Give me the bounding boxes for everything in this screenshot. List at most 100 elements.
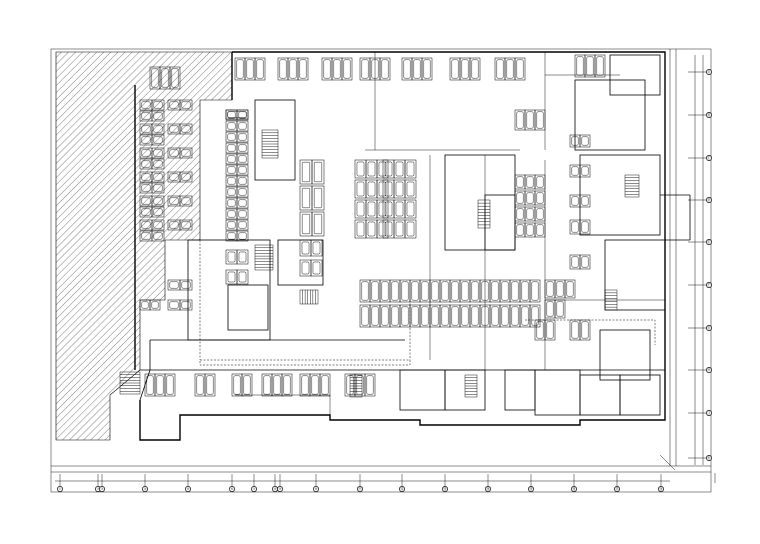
parking-block	[167, 219, 193, 231]
axis-label: ⑮	[529, 486, 533, 491]
parking-block	[354, 199, 389, 219]
axis-label: Ⓖ	[707, 325, 711, 330]
parking-block	[299, 373, 331, 397]
parking-block	[225, 131, 249, 143]
parking-block	[139, 195, 165, 207]
stair-run	[261, 129, 279, 159]
stair-run	[349, 374, 363, 398]
axis-label: Ⓓ	[707, 197, 711, 202]
stair-run	[477, 199, 491, 229]
parking-block	[574, 54, 606, 78]
axis-bubble	[706, 282, 712, 288]
axis-label: Ⓐ	[707, 69, 711, 74]
stair-run	[299, 289, 319, 305]
axis-bubble	[571, 486, 577, 492]
parking-block	[225, 142, 249, 154]
parking-block	[514, 109, 546, 131]
interior-walls	[140, 52, 691, 416]
stair-run	[254, 244, 274, 271]
axis-label: ⑬	[443, 486, 447, 491]
parking-block	[231, 373, 253, 397]
parking-block	[514, 174, 546, 190]
parking-block	[569, 254, 591, 270]
parking-block	[139, 171, 165, 183]
parking-block	[194, 373, 216, 397]
drawing-frame	[50, 48, 712, 493]
axis-bubble	[528, 486, 534, 492]
parking-block	[359, 279, 391, 303]
axis-bubble	[706, 239, 712, 245]
stair-run	[624, 174, 640, 198]
parking-block	[299, 259, 323, 277]
axis-bubble	[706, 410, 712, 416]
parking-block	[449, 279, 481, 303]
axis-label: Ⓚ	[707, 455, 711, 460]
parking-block	[389, 279, 421, 303]
axis-label: ③	[101, 487, 104, 491]
parking-block	[167, 147, 193, 159]
parking-block	[299, 185, 325, 211]
axis-label: ⑪	[358, 486, 362, 491]
parking-block	[321, 57, 353, 81]
parking-block	[382, 179, 417, 199]
parking-stalls	[139, 54, 606, 397]
axis-bubble	[229, 486, 235, 492]
parking-block	[225, 208, 249, 220]
parking-block	[225, 164, 249, 176]
parking-block	[509, 304, 541, 328]
axis-label: ④	[144, 487, 147, 491]
parking-block	[261, 373, 293, 397]
stair-run	[119, 371, 141, 395]
parking-block	[139, 110, 165, 122]
parking-block	[225, 186, 249, 198]
parking-block	[494, 57, 526, 81]
axis-label: Ⓑ	[707, 112, 711, 117]
parking-block	[225, 269, 249, 285]
parking-block	[167, 123, 193, 135]
axis-bubble	[658, 486, 664, 492]
parking-block	[167, 299, 193, 311]
parking-block	[344, 373, 376, 397]
axis-label: ②	[97, 487, 100, 491]
axis-label: Ⓙ	[707, 410, 711, 415]
parking-block	[225, 230, 249, 242]
parking-block	[299, 239, 323, 257]
parking-block	[139, 219, 165, 231]
parking-block	[479, 279, 511, 303]
axis-label: ⑯	[572, 486, 576, 491]
parking-block	[382, 199, 417, 219]
parking-block	[225, 175, 249, 187]
axis-label: Ⓕ	[707, 282, 711, 287]
parking-block	[139, 123, 165, 135]
parking-block	[167, 99, 193, 111]
axis-label: Ⓔ	[707, 239, 711, 244]
axis-bubble	[706, 112, 712, 118]
parking-block	[139, 147, 165, 159]
parking-block	[139, 299, 161, 311]
parking-block	[509, 279, 541, 303]
dashed-boundaries	[199, 240, 656, 366]
parking-block	[514, 190, 546, 206]
parking-block	[419, 279, 451, 303]
parking-block	[139, 134, 165, 146]
parking-block	[277, 57, 309, 81]
parking-block	[139, 182, 165, 194]
axis-bubble	[185, 486, 191, 492]
parking-block	[139, 158, 165, 170]
axis-label: ⑦	[253, 487, 256, 491]
axis-bubble	[614, 486, 620, 492]
parking-block	[449, 57, 481, 81]
axis-bubble	[142, 486, 148, 492]
axis-bubble	[357, 486, 363, 492]
parking-block	[225, 153, 249, 165]
parking-block	[449, 304, 481, 328]
parking-block	[299, 211, 325, 237]
parking-block	[514, 222, 546, 238]
parking-block	[569, 319, 591, 341]
parking-block	[382, 159, 417, 179]
parking-block	[401, 57, 433, 81]
axis-bubble	[706, 197, 712, 203]
parking-block	[569, 134, 591, 148]
parking-block	[382, 219, 417, 239]
